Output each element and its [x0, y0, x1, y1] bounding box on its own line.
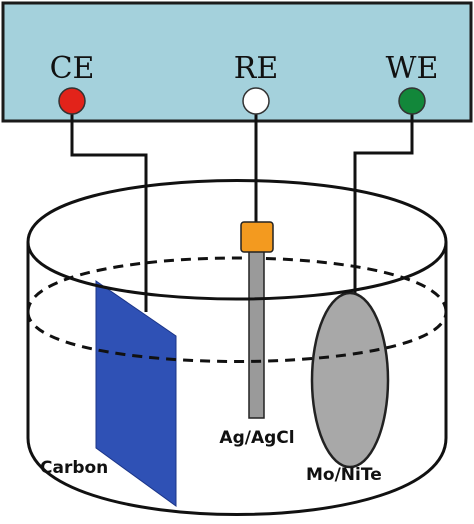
beaker-rim-front — [26, 241, 448, 301]
mo-nite-electrode — [310, 291, 390, 469]
mo-nite-label: Mo/NiTe — [306, 465, 382, 485]
ag-agcl-label: Ag/AgCl — [219, 428, 294, 448]
we-terminal-label: WE — [386, 51, 439, 86]
re-terminal-label: RE — [234, 51, 279, 86]
ce-terminal — [58, 87, 86, 115]
ce-wire — [70, 108, 148, 312]
water-line-front — [26, 311, 448, 363]
beaker-bottom — [26, 437, 448, 516]
reference-electrode-rod — [248, 249, 265, 419]
we-terminal — [398, 87, 426, 115]
ce-terminal-label: CE — [50, 51, 95, 86]
beaker-rim-back — [26, 179, 448, 243]
reference-electrode-cap — [240, 221, 274, 253]
carbon-label: Carbon — [40, 458, 108, 478]
we-wire — [353, 108, 414, 294]
carbon-electrode — [95, 280, 177, 507]
re-terminal — [242, 87, 270, 115]
water-line-back — [26, 256, 448, 313]
